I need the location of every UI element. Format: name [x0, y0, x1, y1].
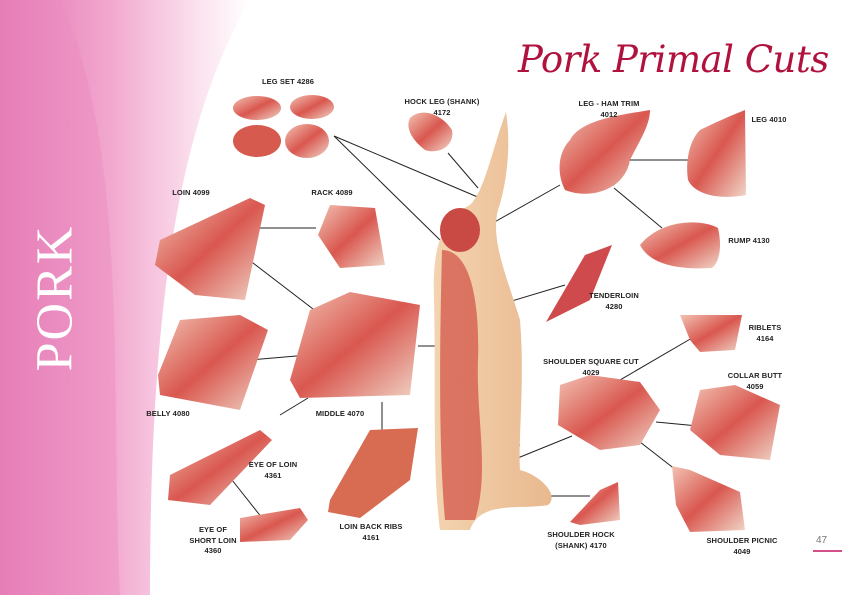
shoulder-picnic-image	[672, 466, 745, 532]
label-leg-set: LEG SET 4286	[261, 77, 315, 86]
label-rump: RUMP 4130	[728, 236, 770, 245]
middle-image	[290, 292, 420, 398]
riblets-image	[680, 315, 742, 352]
tenderloin-image	[546, 245, 612, 322]
pink-side-band	[0, 0, 250, 595]
label-rack: RACK 4089	[311, 188, 353, 197]
shoulder-hock-image	[570, 482, 620, 525]
eye-of-short-loin-image	[240, 508, 308, 542]
carcass-meat	[440, 250, 483, 520]
side-label: PORK	[26, 224, 84, 372]
collar-butt-image	[690, 385, 780, 460]
loin-image	[155, 198, 265, 300]
pink-swoosh	[0, 0, 120, 595]
page-number-underline	[813, 550, 842, 552]
label-middle: MIDDLE 4070	[315, 409, 365, 418]
leg-image	[687, 110, 746, 197]
page-title: Pork Primal Cuts	[518, 38, 829, 81]
leg-ham-trim-image	[559, 110, 650, 194]
belly-image	[158, 315, 268, 410]
shoulder-square-cut-image	[558, 375, 660, 450]
label-loin: LOIN 4099	[172, 188, 210, 197]
rump-image	[640, 222, 720, 269]
label-shoulder-hock: SHOULDER HOCK(SHANK) 4170	[547, 530, 615, 550]
leg-set-piece-4	[285, 124, 329, 158]
label-belly: BELLY 4080	[146, 409, 190, 418]
page-number: 47	[816, 535, 828, 546]
leg-set-piece-1	[233, 96, 281, 120]
carcass-ham-face	[440, 208, 480, 252]
eye-of-loin-image	[168, 430, 272, 505]
leg-set-piece-2	[290, 95, 334, 119]
cut-images	[155, 95, 780, 542]
label-hock-leg: HOCK LEG (SHANK)4172	[404, 97, 480, 117]
label-leg: LEG 4010	[751, 115, 787, 124]
loin-back-ribs-image	[328, 428, 418, 518]
hock-leg-image	[408, 112, 453, 152]
leg-set-piece-3	[233, 125, 281, 157]
rack-image	[318, 205, 385, 268]
